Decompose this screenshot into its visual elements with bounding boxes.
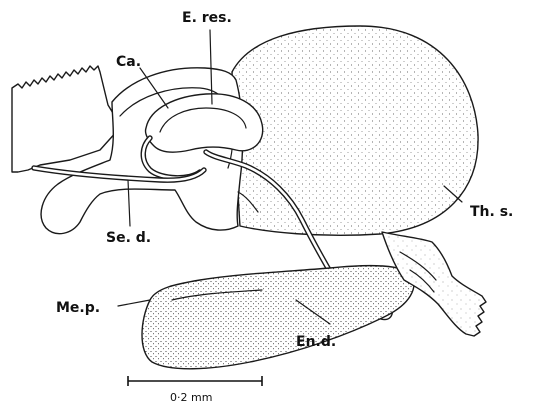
scale-bar: 0·2 mm: [128, 376, 262, 404]
left-body-segment: [12, 66, 118, 172]
median-process: [142, 266, 414, 369]
scale-bar-label: 0·2 mm: [170, 391, 212, 404]
label-ejaculatory-reservoir: E. res.: [182, 10, 232, 26]
theca-sac: [232, 26, 478, 235]
label-median-process: Me.p.: [56, 300, 100, 316]
label-capsule: Ca.: [116, 54, 141, 70]
label-theca-sac: Th. s.: [470, 204, 513, 220]
label-endophallic-duct: En.d.: [296, 334, 336, 350]
label-seminal-duct: Se. d.: [106, 230, 151, 246]
